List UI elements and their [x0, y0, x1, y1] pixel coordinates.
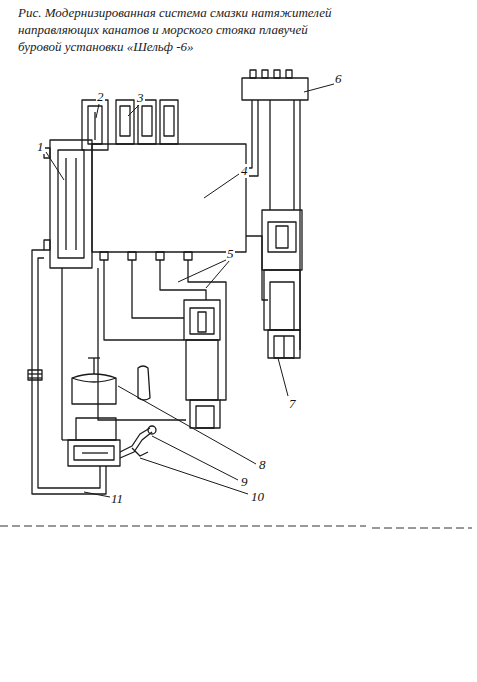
callout-number: 5	[226, 247, 235, 261]
callout-number: 2	[96, 90, 105, 104]
distributor-block-4	[92, 144, 246, 260]
gauges-3	[116, 100, 178, 144]
callout-number: 7	[288, 397, 297, 411]
pump-9-10	[68, 418, 156, 484]
callout-number: 3	[136, 91, 145, 105]
callout-number: 1	[36, 140, 45, 154]
callout-number: 11	[110, 492, 124, 506]
callout-number: 10	[250, 490, 265, 504]
cylinder-middle	[184, 300, 220, 428]
dashed-rule	[372, 528, 472, 529]
pipe-11	[28, 250, 106, 494]
leader-lines	[46, 84, 334, 497]
cylinder-7	[262, 210, 302, 358]
callout-number: 9	[240, 475, 249, 489]
pipes	[62, 100, 300, 440]
dashed-rule	[0, 526, 366, 527]
filter-1	[44, 140, 92, 268]
gauge-2	[82, 100, 108, 150]
callout-number: 8	[258, 458, 267, 472]
figure-title: Рис. Модернизированная система смазки на…	[18, 4, 336, 55]
callout-number: 4	[240, 164, 249, 178]
distributor-block-6	[242, 70, 308, 100]
callout-number: 6	[334, 72, 343, 86]
